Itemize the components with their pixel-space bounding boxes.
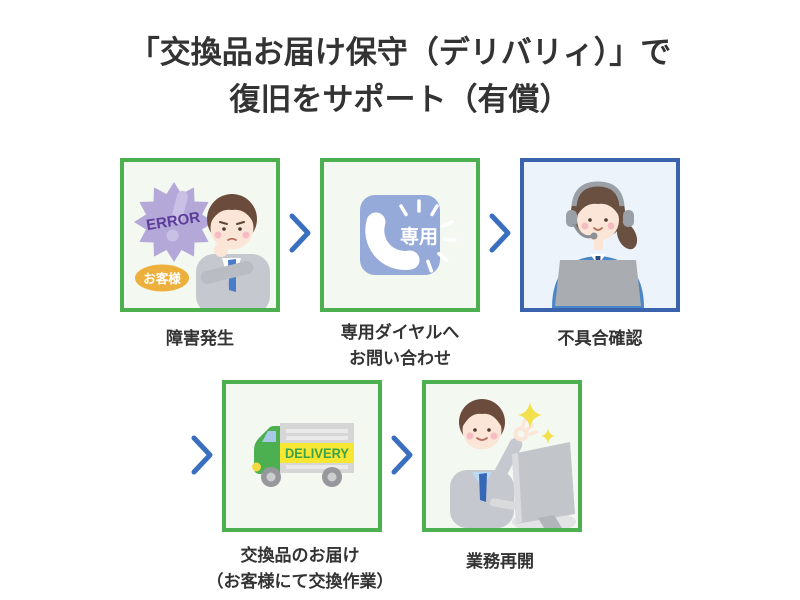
dedicated-dial-phone-icon: 専用 [360,195,457,275]
phone-handset-icon [365,212,420,270]
step-box-contact: 専用 [320,158,480,312]
step-box-failure: ERROR お客様 [120,158,280,312]
chevron-right-icon [489,213,511,253]
step-box-resume [422,380,582,532]
step-label-delivery: 交換品のお届け （お客様にて交換作業） [170,543,430,595]
step-label-line: 業務再開 [466,552,534,571]
chevron-right-icon [191,435,213,475]
business-resumed-illustration [450,399,576,528]
page-title: 「交換品お届け保守（デリバリィ）」で復旧をサポート（有償） [0,29,800,123]
step-box-confirm [520,158,680,312]
chevron-right-icon [289,213,311,253]
step-label-contact: 専用ダイヤルへ お問い合わせ [300,320,500,372]
step-label-line: （お客様にて交換作業） [206,572,394,591]
customer-badge-text: お客様 [143,271,181,286]
worried-customer-figure [196,194,270,308]
page-title-line1: 「交換品お届け保守（デリバリィ）」で [128,35,672,70]
page-title-line2: 復旧をサポート（有償） [229,82,571,117]
step-label-line: 障害発生 [166,329,234,348]
delivery-banner [280,443,354,463]
customer-badge-shape [135,264,189,292]
exclamation-mark-icon [166,190,188,242]
sparkles-icon [518,402,555,444]
delivery-truck-illustration: DELIVERY [252,423,354,487]
customer-error-illustration: ERROR お客様 [134,182,270,308]
step-box-delivery: DELIVERY [222,380,382,532]
step-label-failure: 障害発生 [120,326,280,352]
phone-dedicated-label: 専用 [400,226,438,248]
step-label-line: お問い合わせ [349,349,451,368]
step-label-line: 交換品のお届け [240,546,360,565]
phone-rays-icon [399,199,457,273]
step-label-line: 専用ダイヤルへ [340,323,460,342]
delivery-banner-text: DELIVERY [285,445,350,461]
step-label-confirm: 不具合確認 [520,326,680,352]
desktop-monitor-icon [489,442,575,528]
step-label-resume: 業務再開 [400,549,600,575]
chevron-right-icon [391,435,413,475]
call-center-operator-illustration [552,181,644,308]
delivery-truck-icon: DELIVERY [252,423,354,487]
step-label-line: 不具合確認 [557,329,643,348]
laptop-icon [555,260,641,306]
